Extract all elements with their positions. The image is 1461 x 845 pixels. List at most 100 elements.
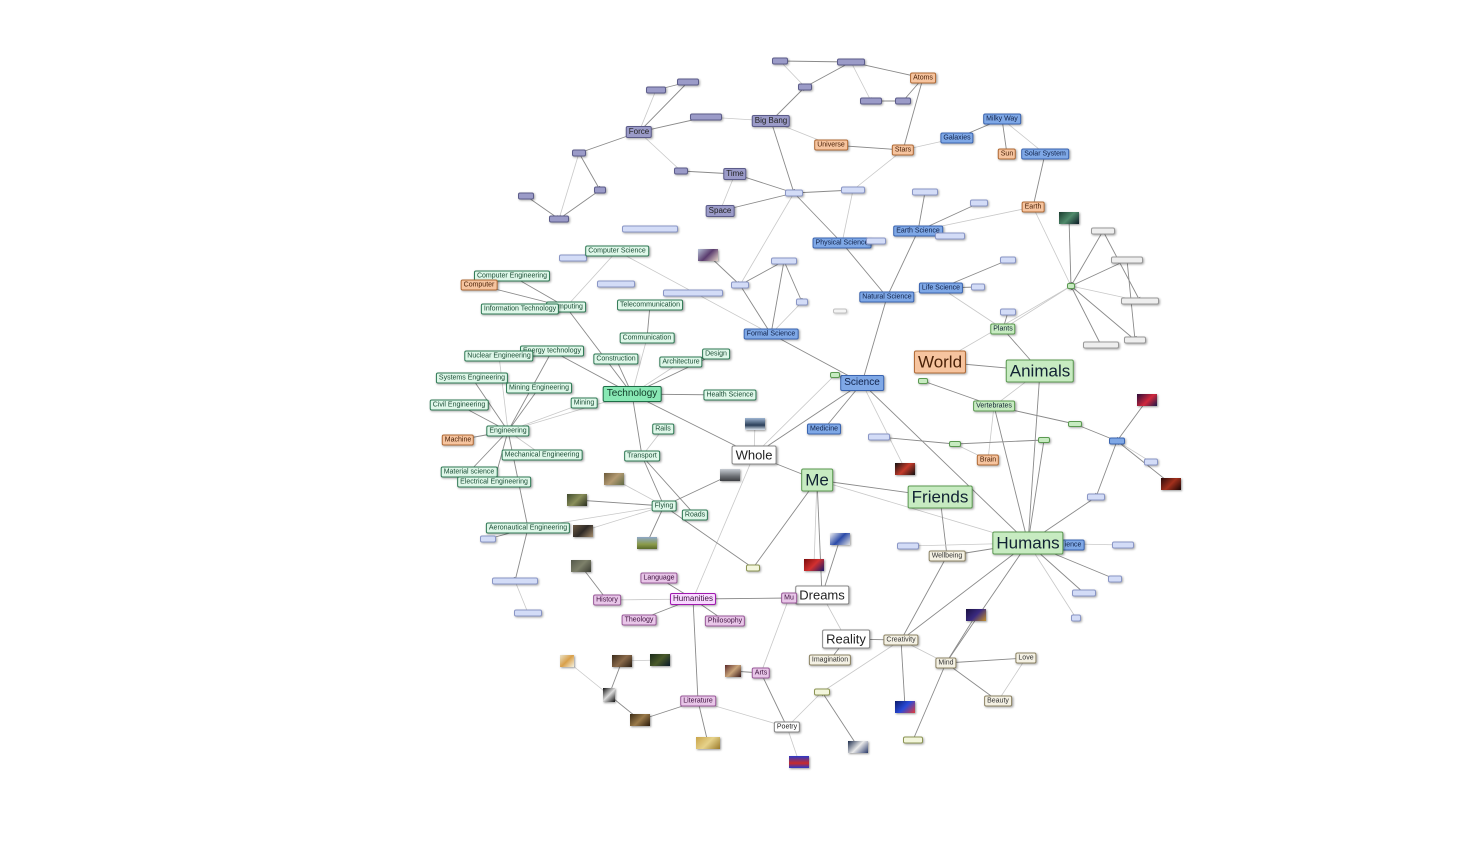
node-natural-science[interactable]: Natural Science [859, 291, 915, 303]
node-computer-engineering[interactable]: Computer Engineering [473, 270, 551, 282]
node-blank[interactable] [971, 283, 985, 291]
node-physical-science[interactable]: Physical Science [812, 237, 872, 249]
node-architecture[interactable]: Architecture [659, 356, 703, 368]
node-blank[interactable] [918, 378, 928, 384]
node-blank[interactable] [868, 433, 890, 441]
photo-thumbnail-icon[interactable] [720, 469, 740, 481]
node-theology[interactable]: Theology [621, 614, 657, 626]
node-science[interactable]: Science [840, 375, 884, 391]
node-love[interactable]: Love [1015, 652, 1037, 664]
node-blank[interactable] [518, 192, 534, 200]
node-systems-engineering[interactable]: Systems Engineering [435, 372, 509, 384]
node-blank[interactable] [1144, 458, 1158, 466]
node-design[interactable]: Design [702, 348, 730, 360]
node-beauty[interactable]: Beauty [984, 695, 1012, 707]
node-blank[interactable] [772, 57, 788, 65]
node-language[interactable]: Language [640, 572, 678, 584]
node-mining[interactable]: Mining [570, 397, 598, 409]
node-me[interactable]: Me [801, 468, 833, 492]
node-world[interactable]: World [913, 350, 967, 374]
node-construction[interactable]: Construction [593, 353, 639, 365]
node-blank[interactable] [622, 225, 678, 233]
photo-thumbnail-icon[interactable] [789, 756, 809, 768]
node-blank[interactable] [833, 308, 847, 314]
node-vertebrates[interactable]: Vertebrates [973, 400, 1015, 412]
node-aeronautical-engineering[interactable]: Aeronautical Engineering [485, 522, 571, 534]
node-space[interactable]: Space [705, 205, 735, 217]
photo-thumbnail-icon[interactable] [573, 525, 593, 537]
node-blank[interactable] [1091, 227, 1115, 235]
node-blank[interactable] [785, 189, 803, 197]
photo-thumbnail-icon[interactable] [637, 537, 657, 549]
node-blank[interactable] [935, 232, 965, 240]
node-dreams[interactable]: Dreams [795, 585, 849, 605]
node-literature[interactable]: Literature [680, 695, 716, 707]
node-wellbeing[interactable]: Wellbeing [928, 550, 966, 562]
node-blank[interactable] [1083, 341, 1119, 349]
node-milky-way[interactable]: Milky Way [983, 113, 1021, 125]
node-transport[interactable]: Transport [624, 450, 660, 462]
node-blank[interactable] [674, 167, 688, 175]
node-blank[interactable] [1038, 437, 1050, 443]
node-blank[interactable] [1072, 589, 1096, 597]
photo-thumbnail-icon[interactable] [603, 688, 615, 702]
node-blank[interactable] [796, 298, 808, 306]
node-blank[interactable] [798, 83, 812, 91]
node-blank[interactable] [970, 199, 988, 207]
node-blank[interactable] [1121, 297, 1159, 305]
photo-thumbnail-icon[interactable] [745, 418, 765, 430]
node-blank[interactable] [646, 86, 666, 94]
node-blank[interactable] [1109, 437, 1125, 445]
node-reality[interactable]: Reality [822, 629, 870, 649]
node-formal-science[interactable]: Formal Science [743, 328, 799, 340]
node-blank[interactable] [1087, 493, 1105, 501]
node-blank[interactable] [837, 58, 865, 66]
photo-thumbnail-icon[interactable] [1059, 212, 1079, 224]
photo-thumbnail-icon[interactable] [560, 655, 574, 667]
node-humans[interactable]: Humans [992, 531, 1064, 555]
node-stars[interactable]: Stars [891, 144, 915, 156]
node-blank[interactable] [860, 97, 882, 105]
photo-thumbnail-icon[interactable] [966, 609, 986, 621]
node-computer-science[interactable]: Computer Science [585, 245, 649, 257]
node-blank[interactable] [830, 372, 840, 378]
node-time[interactable]: Time [723, 168, 747, 180]
node-arts[interactable]: Arts [751, 667, 771, 679]
node-blank[interactable] [1112, 541, 1134, 549]
node-blank[interactable] [549, 215, 569, 223]
node-universe[interactable]: Universe [814, 139, 848, 151]
photo-thumbnail-icon[interactable] [696, 737, 720, 749]
node-brain[interactable]: Brain [976, 454, 1000, 466]
node-force[interactable]: Force [625, 126, 653, 138]
node-machine[interactable]: Machine [441, 434, 475, 446]
node-earth-science[interactable]: Earth Science [893, 225, 943, 237]
node-nuclear-engineering[interactable]: Nuclear Engineering [464, 350, 534, 362]
node-blank[interactable] [903, 736, 923, 744]
node-earth[interactable]: Earth [1021, 201, 1045, 213]
node-blank[interactable] [1108, 575, 1122, 583]
node-poetry[interactable]: Poetry [773, 721, 801, 733]
node-humans-tag[interactable]: ience [1061, 539, 1085, 551]
photo-thumbnail-icon[interactable] [725, 665, 741, 677]
node-creativity[interactable]: Creativity [883, 634, 919, 646]
node-rails[interactable]: Rails [652, 423, 674, 435]
node-computer[interactable]: Computer [460, 279, 498, 291]
node-whole[interactable]: Whole [731, 445, 777, 465]
node-music[interactable]: Mu [781, 592, 797, 604]
photo-thumbnail-icon[interactable] [698, 249, 718, 261]
node-blank[interactable] [866, 237, 886, 245]
node-blank[interactable] [731, 281, 749, 289]
node-friends[interactable]: Friends [907, 485, 973, 509]
node-blank[interactable] [1000, 308, 1016, 316]
node-electrical-engineering[interactable]: Electrical Engineering [457, 476, 531, 488]
node-civil-engineering[interactable]: Civil Engineering [429, 399, 489, 411]
node-history[interactable]: History [593, 594, 621, 606]
node-communication[interactable]: Communication [619, 332, 675, 344]
node-blank[interactable] [895, 97, 911, 105]
node-blank[interactable] [1067, 283, 1075, 289]
photo-thumbnail-icon[interactable] [567, 494, 587, 506]
photo-thumbnail-icon[interactable] [830, 533, 850, 545]
node-blank[interactable] [949, 441, 961, 447]
node-mining-engineering[interactable]: Mining Engineering [506, 382, 572, 394]
node-blank[interactable] [677, 78, 699, 86]
